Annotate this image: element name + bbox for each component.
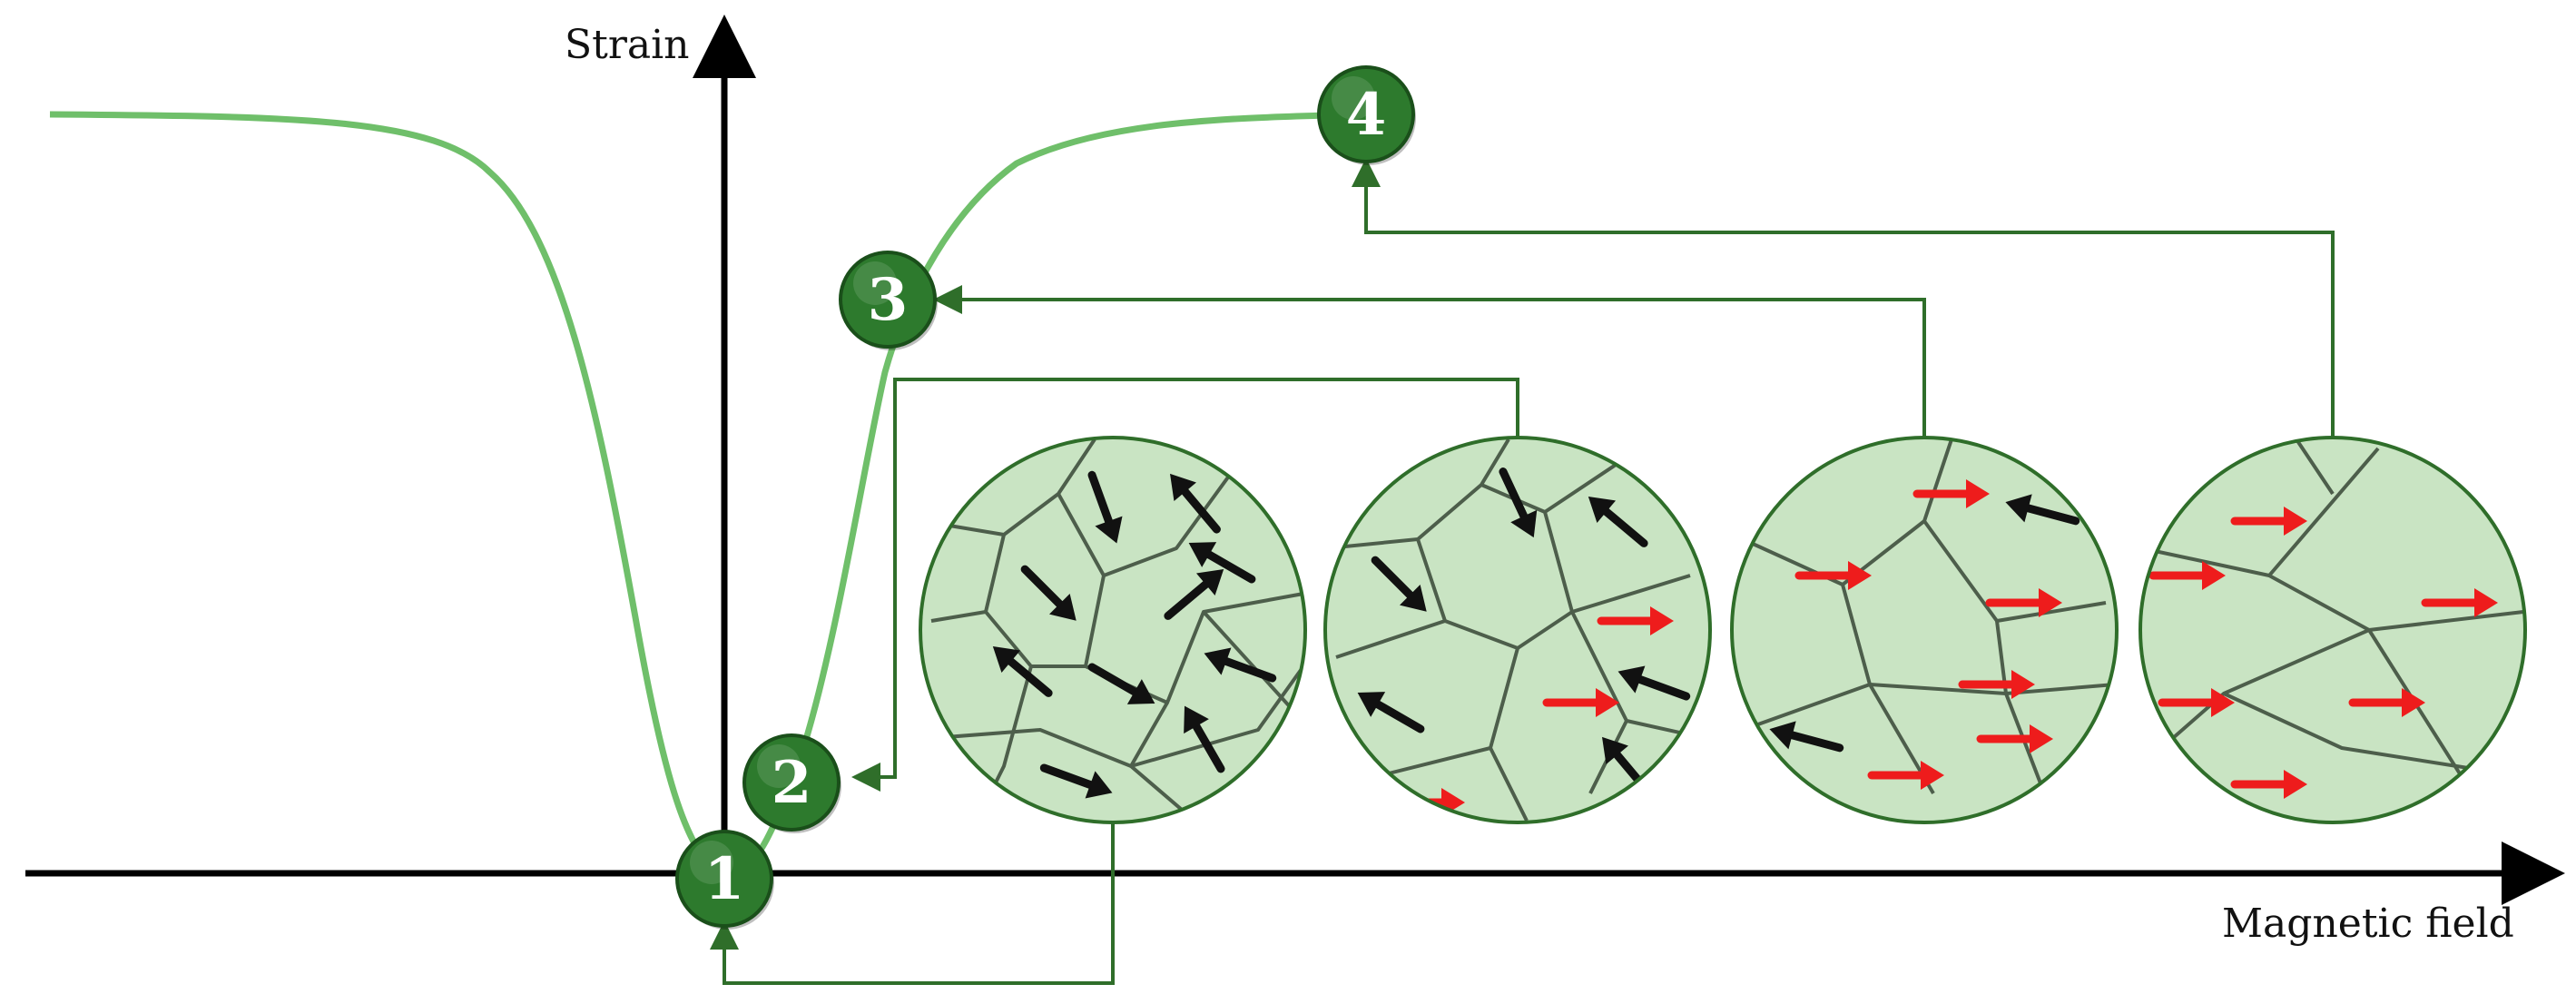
domain-circle-2 xyxy=(1323,436,1712,824)
unaligned-domain-arrow xyxy=(1188,542,1256,584)
aligned-domain-arrow xyxy=(2158,688,2235,717)
aligned-domain-arrow xyxy=(2230,770,2307,799)
stage-label: 2 xyxy=(772,749,812,817)
circle-outline xyxy=(1730,436,2119,824)
aligned-domain-arrow xyxy=(1976,724,2053,753)
grain-boundary xyxy=(1202,610,1296,714)
circle-outline xyxy=(1323,436,1712,824)
aligned-domain-arrow xyxy=(1912,479,1990,508)
stage-label: 3 xyxy=(868,266,909,334)
connector-3 xyxy=(933,285,1926,439)
grain-disc xyxy=(920,438,1305,822)
unaligned-domain-arrow xyxy=(1039,763,1113,799)
domain-circle-3 xyxy=(1730,436,2119,824)
stage-badge-3: 3 xyxy=(839,251,938,350)
aligned-domain-arrow xyxy=(1867,761,1944,790)
unaligned-domain-arrow xyxy=(1357,692,1425,733)
axes: Strain Magnetic field xyxy=(25,15,2565,947)
grain-boundary xyxy=(1057,447,1251,577)
grain-disc xyxy=(1732,438,2117,822)
grain-boundary xyxy=(921,438,1096,536)
grain-disc xyxy=(2140,438,2525,822)
grain-boundary xyxy=(2295,438,2335,496)
unaligned-domain-arrow xyxy=(1087,470,1123,544)
connector-2 xyxy=(851,378,1519,792)
stage-label: 4 xyxy=(1346,81,1387,149)
y-axis-label: Strain xyxy=(565,22,690,68)
circle-outline xyxy=(919,436,1307,824)
stage-badge-4: 4 xyxy=(1317,65,1416,165)
unaligned-domain-arrow xyxy=(1087,663,1155,704)
domain-circle-1 xyxy=(919,436,1307,824)
unaligned-domain-arrow xyxy=(2005,494,2080,526)
unaligned-domain-arrow xyxy=(1170,473,1221,534)
grain-boundaries xyxy=(1326,438,1709,822)
aligned-domain-arrow xyxy=(1542,688,1619,717)
unaligned-domain-arrow xyxy=(1371,556,1427,612)
unaligned-domain-arrow xyxy=(1769,721,1844,753)
aligned-domain-arrow xyxy=(1794,561,1872,590)
aligned-domain-arrow xyxy=(2148,561,2226,590)
aligned-domain-arrow xyxy=(1985,588,2062,617)
aligned-domain-arrow xyxy=(2348,688,2425,717)
unaligned-domain-arrow xyxy=(1204,647,1277,683)
unaligned-domain-arrow xyxy=(1184,705,1225,773)
connector-4 xyxy=(1352,158,2335,439)
unaligned-domain-arrow xyxy=(992,646,1053,697)
connectors xyxy=(710,158,2335,985)
grain-boundary xyxy=(921,664,1305,768)
unaligned-domain-arrow xyxy=(1499,468,1538,538)
stage-badge-2: 2 xyxy=(742,733,841,833)
grain-boundary xyxy=(930,610,987,623)
aligned-domain-arrow xyxy=(1958,670,2035,699)
domain-circle-4 xyxy=(2138,436,2527,824)
grain-boundaries xyxy=(921,438,1305,822)
connector-1 xyxy=(710,822,1115,985)
grain-boundary xyxy=(1742,438,1953,586)
aligned-domain-arrow xyxy=(2230,507,2307,536)
aligned-domain-arrow xyxy=(2421,588,2498,617)
unaligned-domain-arrow xyxy=(1617,665,1691,701)
unaligned-domain-arrow xyxy=(1164,569,1224,620)
unaligned-domain-arrow xyxy=(1588,497,1648,547)
grain-boundary xyxy=(1381,746,1491,777)
aligned-domain-arrow xyxy=(1597,606,1674,635)
stage-badge-1: 1 xyxy=(675,830,774,930)
domain-circles xyxy=(919,436,2527,824)
grain-boundary xyxy=(1326,438,1510,550)
unaligned-domain-arrow xyxy=(1020,565,1077,621)
circle-outline xyxy=(2138,436,2527,824)
grain-boundary xyxy=(2223,692,2515,777)
stage-badges: 12 3 4 xyxy=(675,65,1416,930)
x-axis-label: Magnetic field xyxy=(2222,901,2514,947)
stage-label: 1 xyxy=(704,845,745,913)
